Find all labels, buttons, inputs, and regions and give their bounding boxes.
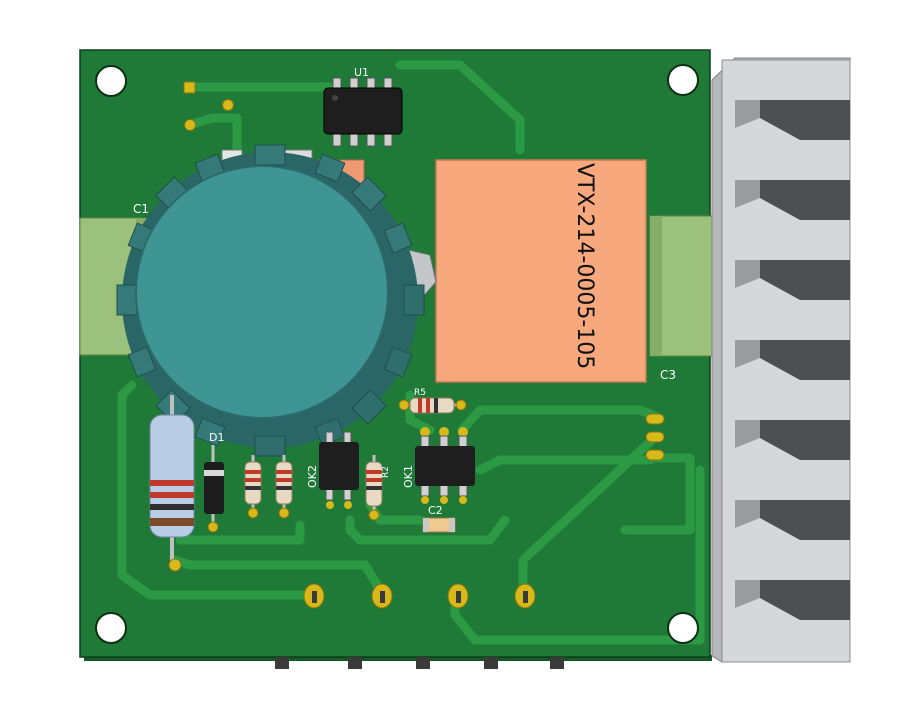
label-d1: D1 (209, 431, 224, 444)
label-r5: R5 (414, 388, 426, 398)
ic-u1 (323, 77, 403, 147)
optocoupler-ok2 (319, 431, 359, 509)
pads-top-left (183, 81, 234, 131)
heatsink-icon (711, 57, 851, 663)
resistor-large (149, 395, 195, 572)
label-c1: C1 (133, 202, 149, 216)
board-edge (84, 655, 712, 661)
resistor-small-2 (275, 455, 293, 519)
connector-c3 (649, 215, 713, 357)
capacitor-c2 (422, 517, 456, 533)
label-c3: C3 (660, 368, 676, 382)
label-r2: R2 (381, 466, 391, 478)
pads-bottom (303, 583, 536, 609)
diode-d1 (204, 445, 224, 533)
label-ok2: OK2 (306, 465, 319, 488)
relay-vtx (435, 159, 647, 383)
relay-part-number: VTX-214-0005-105 (572, 163, 597, 369)
optocoupler-ok1 (415, 427, 475, 504)
potentiometer-knob-icon (116, 144, 425, 457)
bottom-pins (275, 657, 564, 669)
resistor-small-1 (244, 455, 262, 519)
label-c2: C2 (428, 504, 443, 517)
pads-right (645, 413, 665, 461)
resistor-r2 (365, 455, 383, 521)
label-u1: U1 (354, 66, 369, 79)
resistor-r5 (398, 397, 467, 414)
label-ok1: OK1 (402, 465, 415, 488)
mounting-hole-icon (95, 64, 699, 644)
